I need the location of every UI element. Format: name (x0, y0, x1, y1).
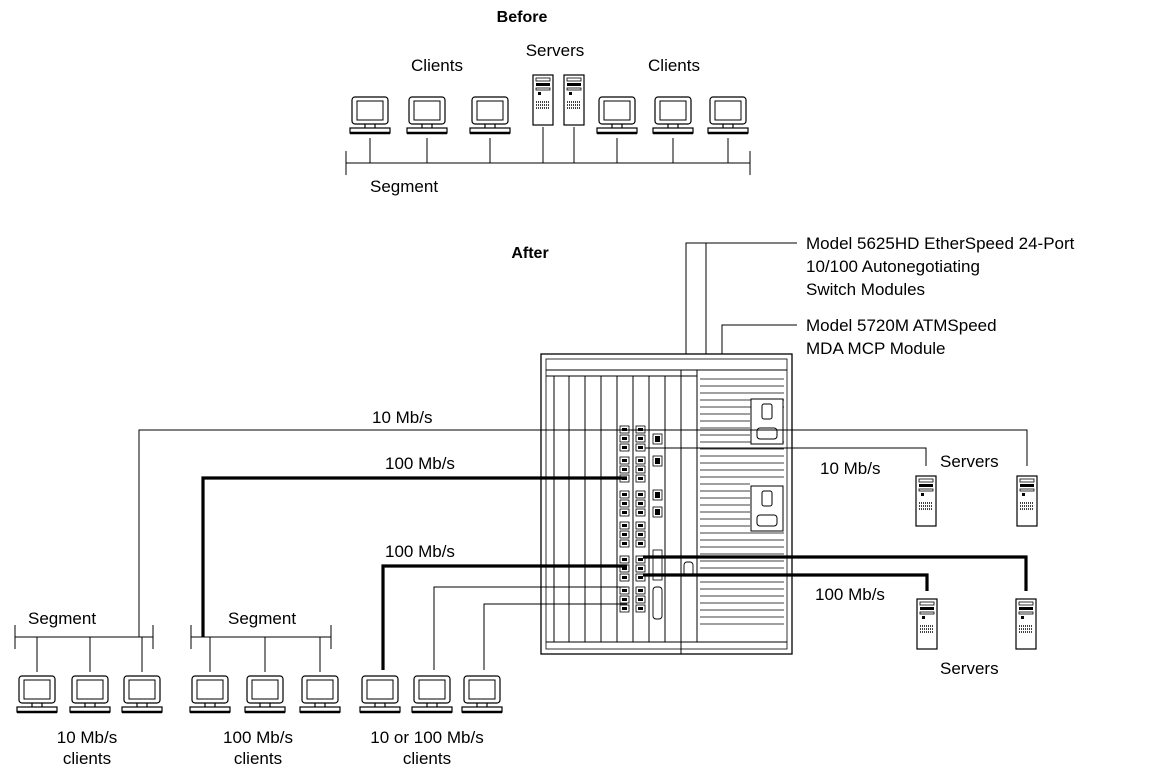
group-100mbps-line-1: 100 Mb/s (223, 728, 293, 747)
before-segment-label: Segment (370, 177, 438, 196)
before-client-6-icon (706, 95, 750, 135)
segment-left-label: Segment (28, 609, 96, 628)
client-100mbps-3-icon (298, 674, 342, 714)
after-title: After (511, 245, 548, 262)
callout-atm-line-2: MDA MCP Module (806, 339, 946, 358)
group-mixed-line-1: 10 or 100 Mb/s (370, 728, 483, 747)
servers-10mbps-rate-label: 10 Mb/s (820, 459, 880, 478)
link-100mbps-switch-to-server-right (643, 555, 1028, 591)
servers-top-label: Servers (940, 452, 999, 471)
client-100mbps-2-icon (243, 674, 287, 714)
before-segment-bus (345, 127, 751, 175)
link-10mbps-top-label: 10 Mb/s (372, 408, 432, 427)
callout-switch-line-1: Model 5625HD EtherSpeed 24-Port (806, 234, 1075, 253)
segment-bus-10mbps (14, 625, 154, 672)
client-mixed-2-icon (410, 674, 454, 714)
link-100mbps-a-label: 100 Mb/s (385, 454, 455, 473)
client-100mbps-1-icon (188, 674, 232, 714)
callout-switch-modules: Model 5625HD EtherSpeed 24-Port 10/100 A… (685, 234, 1075, 377)
before-title: Before (497, 9, 548, 26)
link-10mbps-segment-to-server (138, 429, 1028, 637)
link-switch-to-client-3 (483, 603, 627, 670)
callout-switch-line-2: 10/100 Autonegotiating (806, 257, 980, 276)
group-10mbps-line-1: 10 Mb/s (57, 728, 117, 747)
link-100mbps-switch-to-client (381, 564, 627, 670)
servers-100mbps-rate-label: 100 Mb/s (815, 585, 885, 604)
before-server-2-icon (563, 74, 585, 126)
segment-mid-label: Segment (228, 609, 296, 628)
client-10mbps-2-icon (68, 674, 112, 714)
link-100mbps-segment-to-switch (201, 476, 627, 637)
before-client-1-icon (348, 95, 392, 135)
after-server-bottom-right-icon (1015, 598, 1037, 650)
client-10mbps-1-icon (15, 674, 59, 714)
callout-switch-line-3: Switch Modules (806, 280, 925, 299)
before-client-2-icon (405, 95, 449, 135)
before-clients-left-label: Clients (411, 56, 463, 75)
after-server-top-left-icon (915, 475, 937, 527)
after-server-top-right-icon (1016, 475, 1038, 527)
group-100mbps-line-2: clients (234, 749, 282, 768)
link-100mbps-b-label: 100 Mb/s (385, 542, 455, 561)
before-client-3-icon (468, 95, 512, 135)
link-10mbps-switch-to-server (645, 447, 927, 466)
segment-bus-100mbps (190, 625, 332, 672)
switch-chassis (540, 353, 793, 655)
before-clients-right-label: Clients (648, 56, 700, 75)
client-mixed-3-icon (460, 674, 504, 714)
before-client-5-icon (651, 95, 695, 135)
after-server-bottom-left-icon (916, 598, 938, 650)
client-mixed-1-icon (358, 674, 402, 714)
before-client-4-icon (595, 95, 639, 135)
before-servers-label: Servers (526, 41, 585, 60)
callout-atm-module: Model 5720M ATMSpeed MDA MCP Module (721, 316, 997, 362)
client-10mbps-3-icon (120, 674, 164, 714)
group-mixed-line-2: clients (403, 749, 451, 768)
callout-atm-line-1: Model 5720M ATMSpeed (806, 316, 997, 335)
link-100mbps-switch-to-server-left (643, 573, 929, 591)
before-server-1-icon (532, 74, 554, 126)
link-switch-to-client-2 (433, 586, 627, 670)
group-10mbps-line-2: clients (63, 749, 111, 768)
servers-bottom-label: Servers (940, 659, 999, 678)
